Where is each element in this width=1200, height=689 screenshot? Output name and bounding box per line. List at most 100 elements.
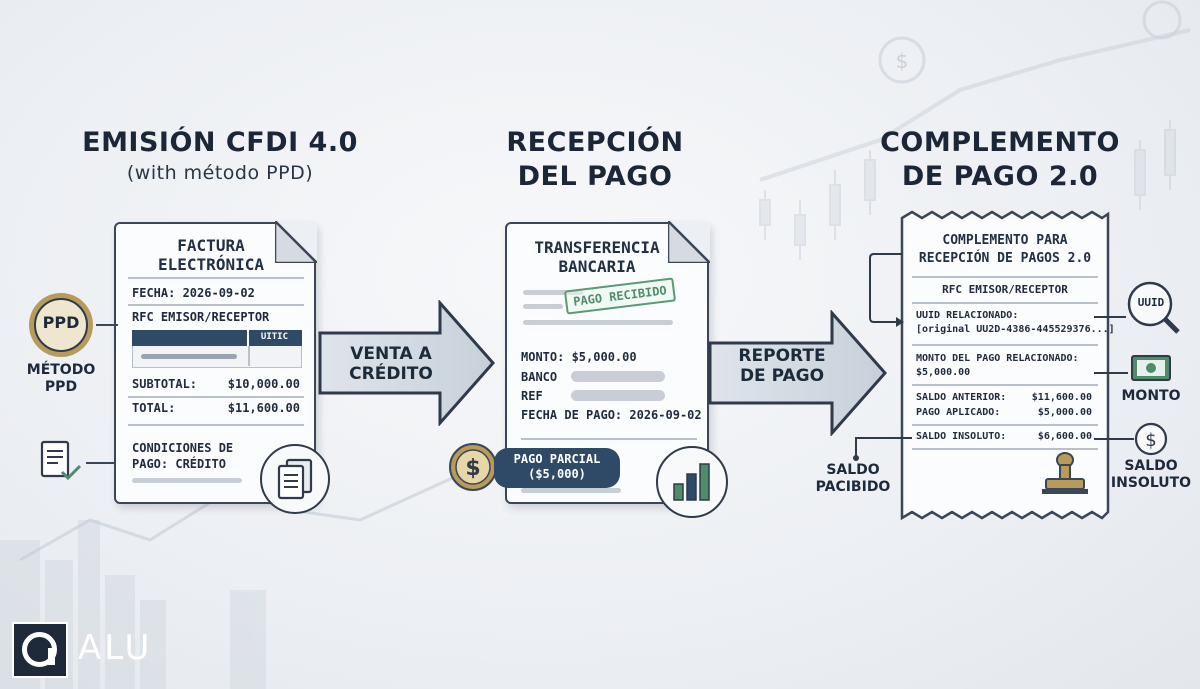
monto-line: $5,000.00 <box>916 367 971 378</box>
stage-title-recepcion: RECEPCIÓN DEL PAGO <box>470 126 720 194</box>
invoice-table-header-label: UITIC <box>260 332 288 342</box>
complement-monto: MONTO DEL PAGO RELACIONADO: $5,000.00 <box>916 352 1079 380</box>
arrow-label-reporte: REPORTE DE PAGO <box>722 346 842 386</box>
transfer-ref: REF <box>521 389 543 403</box>
invoice-total-label: TOTAL: <box>132 401 176 415</box>
saldo-insoluto-label: SALDO INSOLUTO: <box>916 431 1007 442</box>
connector-line <box>1094 438 1134 440</box>
dollar-circle-icon: $ <box>1134 422 1168 456</box>
divider <box>128 396 304 398</box>
side-label-line: INSOLUTO <box>1110 475 1192 491</box>
divider <box>128 277 304 279</box>
divider <box>521 438 697 440</box>
invoice-title-line: ELECTRÓNICA <box>158 255 264 274</box>
stage-title-line: RECEPCIÓN <box>506 127 684 158</box>
connector-line <box>86 462 116 464</box>
complement-rfc: RFC EMISOR/RECEPTOR <box>942 283 1068 296</box>
arrow-label-line: REPORTE <box>738 346 826 366</box>
stage-title-emision: EMISIÓN CFDI 4.0 (with método PPD) <box>70 126 370 186</box>
connector-line <box>1094 372 1128 374</box>
cash-bill-icon <box>1131 355 1171 381</box>
stage-title-complemento: COMPLEMENTO DE PAGO 2.0 <box>860 126 1140 194</box>
divider <box>128 304 304 306</box>
placeholder-line <box>523 290 583 295</box>
ppd-method-label: MÉTODO PPD <box>16 362 106 396</box>
pago-aplicado-value: $5,000.00 <box>1037 407 1092 418</box>
page-fold-icon <box>275 221 317 263</box>
arrow-label-line: DE PAGO <box>739 366 825 386</box>
invoice-conditions: CONDICIONES DE PAGO: CRÉDITO <box>132 440 233 472</box>
placeholder-line <box>141 354 237 359</box>
invoice-table-header: UITIC <box>132 330 302 346</box>
divider <box>912 384 1098 386</box>
brand-logo <box>12 622 68 678</box>
partial-payment-pill: PAGO PARCIAL ($5,000) <box>494 448 620 488</box>
saldo-insoluto-value: $6,600.00 <box>1037 431 1092 442</box>
invoice-subtotal-value: $10,000.00 <box>227 377 300 391</box>
rubber-stamp-icon <box>1042 452 1088 494</box>
invoice-table-body <box>132 346 302 368</box>
conditions-line: CONDICIONES DE <box>132 441 234 455</box>
svg-text:$: $ <box>1145 430 1156 451</box>
redacted-field <box>571 371 665 382</box>
brand-logo-icon <box>22 632 57 667</box>
uuid-line: [original UU2D-4386-445529376...] <box>916 324 1115 335</box>
dollar-coin-icon: $ <box>449 443 497 491</box>
divider <box>912 344 1098 346</box>
receipt-outline <box>900 210 1110 520</box>
saldo-anterior-value: $11,600.00 <box>1031 392 1092 403</box>
redacted-field <box>571 390 665 401</box>
uuid-magnifier-icon <box>1127 281 1180 334</box>
saldo-pacibido-label: SALDO PACIBIDO <box>808 462 898 496</box>
ppd-badge-icon <box>29 293 93 357</box>
stage-subtitle: (with método PPD) <box>126 162 314 184</box>
invoice-total-value: $11,600.00 <box>227 401 300 415</box>
monto-line: MONTO DEL PAGO RELACIONADO: <box>916 353 1079 364</box>
transfer-monto: MONTO: $5,000.00 <box>521 350 637 364</box>
transfer-title-line: BANCARIA <box>558 257 636 276</box>
invoice-fecha: FECHA: 2026-09-02 <box>132 286 255 300</box>
pago-recibido-stamp: PAGO RECIBIDO <box>563 277 676 315</box>
partial-line: ($5,000) <box>528 467 586 481</box>
contract-check-icon <box>40 440 82 481</box>
connector-pacibido <box>853 437 912 461</box>
transfer-banco: BANCO <box>521 370 558 384</box>
uuid-line: UUID RELACIONADO: <box>916 310 1019 321</box>
divider <box>128 424 304 426</box>
bar-chart-icon <box>656 446 728 518</box>
transfer-title-line: TRANSFERENCIA <box>534 238 660 257</box>
saldo-insoluto-side-label: SALDO INSOLUTO <box>1108 458 1194 492</box>
stage-title-line: DE PAGO 2.0 <box>901 161 1099 192</box>
placeholder-line <box>523 320 673 325</box>
divider <box>248 346 250 366</box>
arrow-label-line: VENTA A <box>350 344 432 364</box>
brand-logo-text: ALU <box>78 628 153 668</box>
invoice-rfc: RFC EMISOR/RECEPTOR <box>132 310 270 324</box>
divider <box>912 302 1098 304</box>
connector-line <box>96 324 118 326</box>
divider <box>912 448 1098 450</box>
complement-title-line: COMPLEMENTO PARA <box>942 233 1068 248</box>
divider <box>912 424 1098 426</box>
side-label-line: PACIBIDO <box>815 479 891 495</box>
placeholder-line <box>523 304 563 309</box>
conditions-line: PAGO: CRÉDITO <box>132 457 226 471</box>
complement-title-line: RECEPCIÓN DE PAGOS 2.0 <box>918 251 1092 266</box>
uuid-icon-label: UUID <box>1137 296 1165 309</box>
transfer-title: TRANSFERENCIA BANCARIA <box>517 238 677 276</box>
arrow-label-venta: VENTA A CRÉDITO <box>336 344 446 384</box>
stage-title-line: COMPLEMENTO <box>880 127 1120 158</box>
stage-title-line: EMISIÓN CFDI 4.0 <box>82 127 358 158</box>
ppd-label-line: PPD <box>44 379 78 395</box>
complement-title: COMPLEMENTO PARA RECEPCIÓN DE PAGOS 2.0 <box>904 232 1106 268</box>
transfer-fecha: FECHA DE PAGO: 2026-09-02 <box>521 408 702 422</box>
divider <box>912 276 1098 278</box>
invoice-title: FACTURA ELECTRÓNICA <box>136 236 286 274</box>
arrow-label-line: CRÉDITO <box>349 364 433 384</box>
side-label-line: SALDO <box>826 462 880 478</box>
ppd-label-line: MÉTODO <box>26 362 96 378</box>
pago-aplicado-label: PAGO APLICADO: <box>916 407 1001 418</box>
divider <box>247 330 249 346</box>
flow-arrow-venta <box>318 300 496 426</box>
side-label-line: SALDO <box>1124 458 1178 474</box>
